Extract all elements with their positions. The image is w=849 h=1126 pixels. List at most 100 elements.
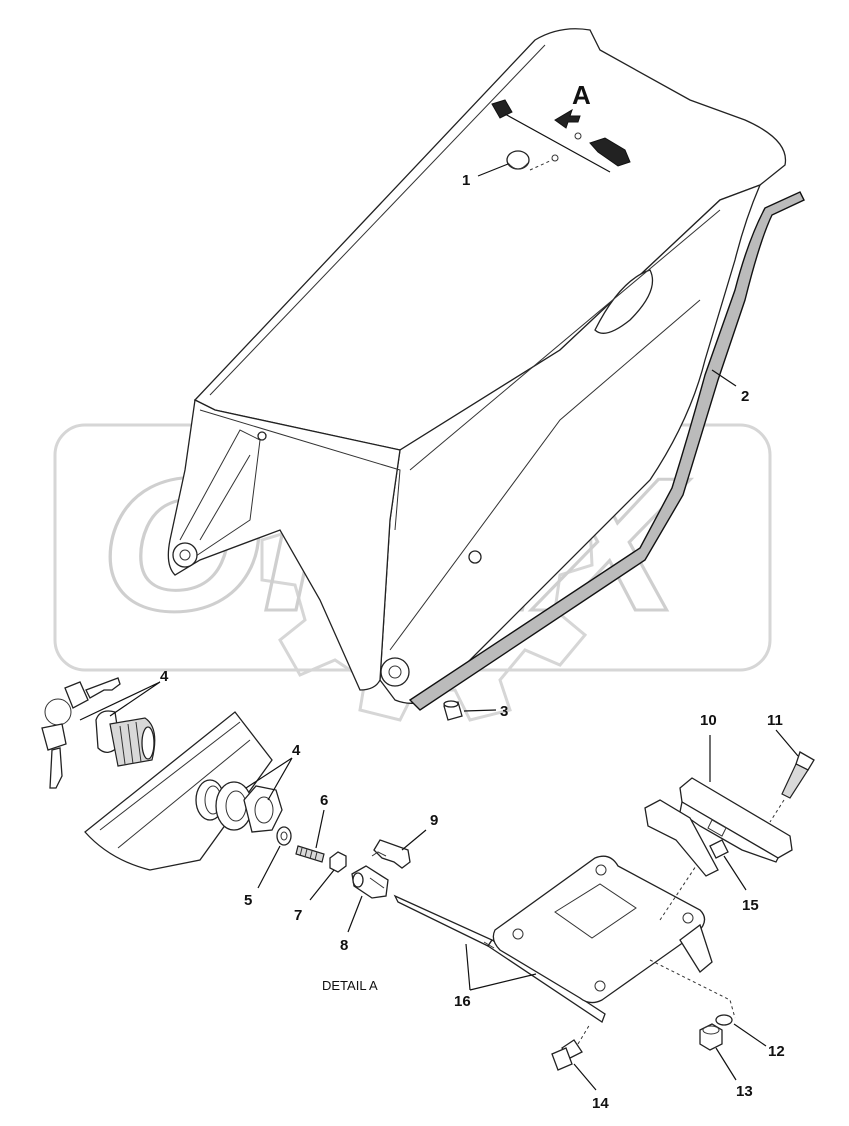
housing-small-hole — [468, 550, 482, 564]
housing-inner-edge — [199, 409, 401, 531]
plate-hole-4 — [594, 980, 606, 992]
callout-6: 6 — [320, 792, 328, 809]
clip-body — [373, 839, 411, 869]
detail-a-panel — [84, 711, 273, 871]
base-plate-slot — [554, 883, 637, 939]
handle-latch — [644, 799, 719, 877]
callout-11: 11 — [767, 712, 783, 729]
part-10-handle — [644, 777, 793, 877]
key-2 — [41, 723, 67, 789]
part-15-pin — [709, 839, 729, 859]
cylinder-face — [141, 726, 155, 760]
housing-side-slot — [594, 269, 654, 334]
clevis-end — [352, 872, 364, 888]
housing-pivot-right — [380, 657, 410, 687]
leader-15 — [723, 855, 747, 891]
key-1-head — [64, 681, 89, 709]
part-9-clip — [371, 839, 411, 869]
housing-front-face — [167, 399, 401, 691]
leader-11 — [775, 729, 799, 757]
plug-stem — [507, 162, 529, 170]
screw-11-guide — [769, 799, 785, 823]
housing-rib-3 — [389, 299, 701, 651]
cylinder-thread-2 — [127, 723, 134, 765]
leader-5 — [257, 845, 281, 889]
leader-9 — [401, 829, 427, 851]
key-1-ring — [44, 698, 72, 726]
nut-13-top — [702, 1025, 720, 1035]
cylinder-thread-1 — [119, 725, 126, 765]
callout-12: 12 — [768, 1043, 785, 1060]
plate-guide-1 — [649, 959, 736, 1019]
leader-lines — [79, 163, 799, 1091]
rod-joint — [483, 941, 495, 949]
bolt-14-head — [551, 1047, 573, 1071]
handle-mini — [589, 137, 631, 167]
leader-7 — [309, 869, 335, 901]
lock-cylinder-mini — [491, 99, 513, 119]
housing — [167, 28, 787, 704]
key-1 — [44, 677, 121, 726]
housing-bracket-brace — [199, 454, 251, 541]
callout-16: 16 — [454, 993, 471, 1010]
key-1-blade — [85, 677, 121, 699]
leader-1 — [477, 163, 509, 177]
washer-5-hole — [280, 831, 288, 841]
leader-2 — [711, 369, 737, 387]
leader-6 — [315, 809, 325, 849]
housing-rib-2 — [409, 209, 721, 471]
setscrew-body — [295, 845, 325, 863]
plug-body — [506, 150, 530, 170]
housing-rib-1 — [209, 44, 546, 396]
plug-guide — [529, 159, 553, 171]
part-8-clevis — [351, 865, 389, 899]
callout-13: 13 — [736, 1083, 753, 1100]
plate-hole-2 — [595, 864, 607, 876]
callout-7: 7 — [294, 907, 302, 924]
view-arrow — [554, 108, 581, 129]
housing-pivot-right-inner — [388, 665, 402, 679]
callout-10: 10 — [700, 712, 717, 729]
part-1-plug — [506, 150, 553, 171]
part-3-bushing — [443, 700, 463, 721]
key-2-head — [41, 723, 67, 751]
plate-hole-3 — [682, 912, 694, 924]
housing-pivot-left-inner — [179, 549, 191, 561]
part-6-setscrew — [295, 845, 325, 863]
leader-13 — [715, 1047, 737, 1081]
panel-edge-2 — [117, 739, 251, 849]
callout-2: 2 — [741, 388, 749, 405]
leader-4a — [79, 681, 161, 721]
part-13-nut — [699, 1023, 723, 1051]
callout-14: 14 — [592, 1095, 609, 1112]
panel-edge — [99, 721, 241, 831]
part-12-washer — [715, 1014, 733, 1026]
callout-5: 5 — [244, 892, 252, 909]
nut-4 — [243, 785, 283, 833]
plate-guide-2 — [659, 859, 701, 921]
linkage-rod-mini — [504, 113, 611, 173]
leader-16 — [465, 943, 537, 991]
detail-a-caption: DETAIL A — [322, 978, 378, 993]
seal-strip-profile — [408, 191, 805, 711]
nut-13 — [699, 1023, 723, 1051]
detail-a-lock — [41, 677, 156, 789]
view-label-a: A — [572, 80, 591, 110]
leader-12 — [733, 1023, 767, 1047]
housing-pivot-left — [172, 542, 198, 568]
plate-bracket — [679, 923, 713, 973]
washer-12 — [715, 1014, 733, 1026]
handle-latch-slot — [707, 819, 727, 837]
leader-4b — [245, 757, 293, 801]
callout-9: 9 — [430, 812, 438, 829]
clip-tab — [371, 851, 387, 857]
part-14-bolt — [551, 1023, 591, 1071]
rod-segment-1 — [393, 894, 493, 947]
lock-cylinder — [95, 710, 156, 767]
pin-15 — [709, 839, 729, 859]
callouts: 1 2 3 4 4 5 6 7 8 9 10 11 12 13 14 15 16 — [160, 172, 785, 1112]
housing-hole-2 — [257, 431, 267, 441]
seal-strip — [408, 191, 805, 711]
callout-1: 1 — [462, 172, 470, 189]
